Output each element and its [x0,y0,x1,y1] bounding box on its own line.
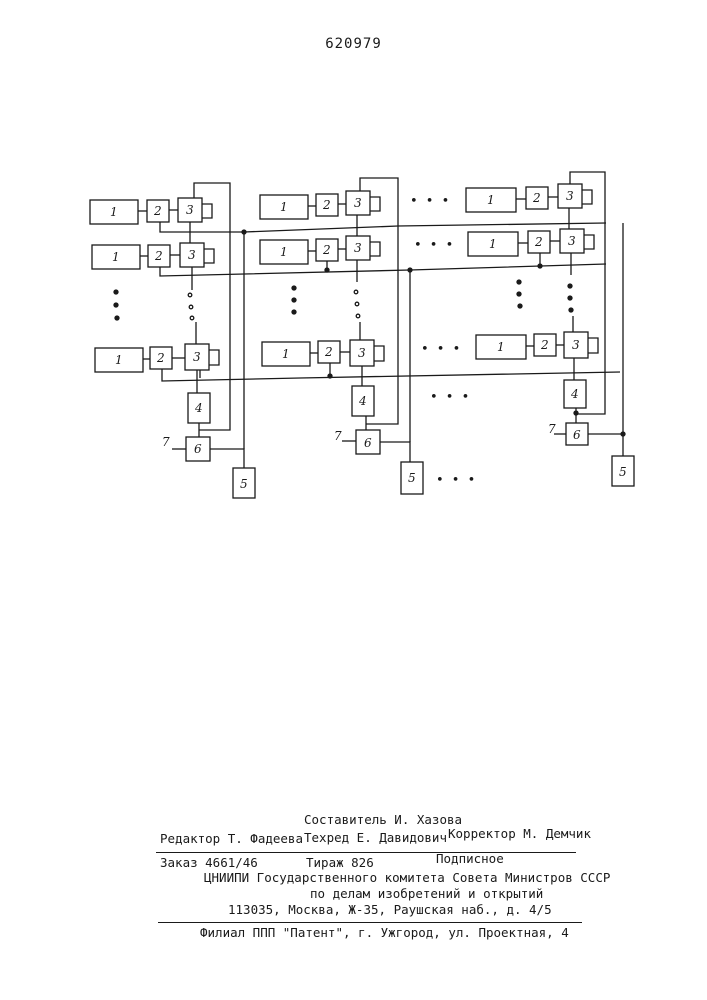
row-ellipsis: • • • [421,342,462,357]
row-ellipsis: • • • [430,390,471,405]
block-6-label: 6 [573,428,581,442]
block-3-label: 3 [568,234,576,248]
block-2-label: 2 [534,235,543,249]
row-ellipsis: • • • [410,194,451,209]
block-1-label: 1 [280,245,288,259]
block-4-label: 4 [194,401,203,415]
block-1-label: 1 [282,347,290,361]
input-7-label: 7 [548,422,556,436]
block-1-label: 1 [115,353,123,367]
block-3-label: 3 [186,203,194,217]
block-1-label: 1 [489,237,497,251]
block-1-label: 1 [487,193,495,207]
block-1-label: 1 [497,340,505,354]
block-4-label: 4 [358,394,367,408]
row-ellipsis: • • • [436,473,477,488]
horizontal-buses [160,223,620,381]
block-2-label: 2 [154,249,163,263]
block-1-label: 1 [110,205,118,219]
block-3-label: 3 [193,350,201,364]
block-2-label: 2 [153,204,162,218]
block-2-label: 2 [156,351,165,365]
block-5-label: 5 [408,471,416,485]
block-2-label: 2 [540,338,549,352]
block-2-label: 2 [322,243,331,257]
block-3-label: 3 [572,338,580,352]
block-3-label: 3 [358,346,366,360]
row-ellipsis: • • • [414,238,455,253]
diagram-column-1: 1 2 3 1 2 3 1 2 3 [90,183,255,498]
block-2-label: 2 [324,345,333,359]
block-3-label: 3 [188,248,196,262]
block-1-label: 1 [112,250,120,264]
block-2-label: 2 [532,191,541,205]
block-3-label: 3 [354,241,362,255]
block-3-label: 3 [354,196,362,210]
input-7-label: 7 [162,435,170,449]
block-1-label: 1 [280,200,288,214]
block-2-label: 2 [322,198,331,212]
block-3-label: 3 [566,189,574,203]
block-5-label: 5 [240,477,248,491]
input-7-label: 7 [334,429,342,443]
block-5-label: 5 [619,465,627,479]
block-6-label: 6 [194,442,202,456]
block-4-label: 4 [570,387,579,401]
diagram-column-3: 1 2 3 1 2 3 1 2 3 [466,172,634,486]
block-6-label: 6 [364,436,372,450]
